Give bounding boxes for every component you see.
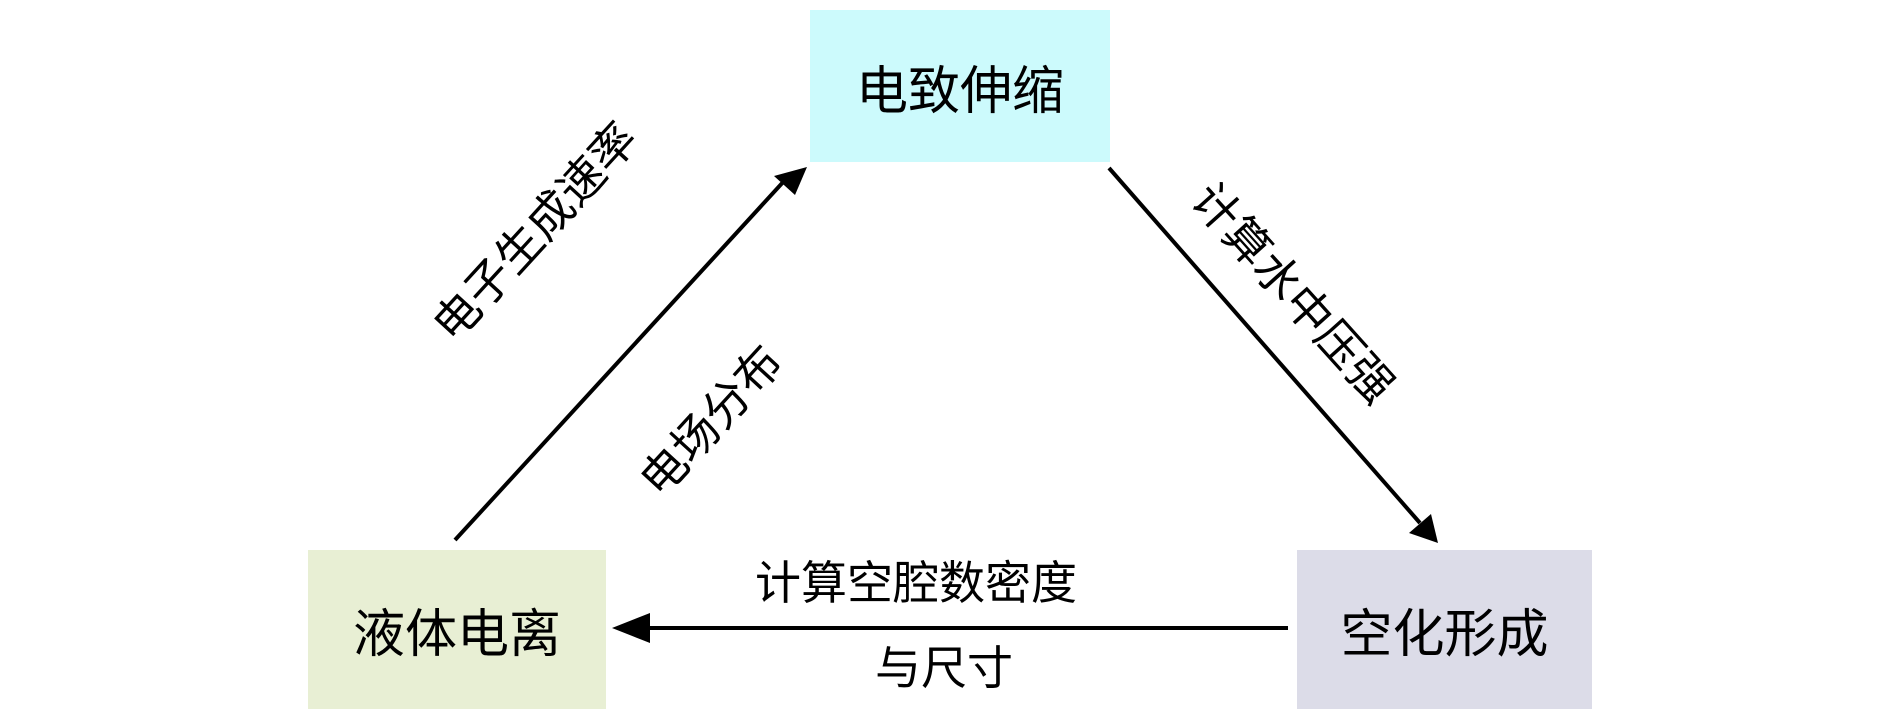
arrowhead-right-to-left xyxy=(612,613,650,643)
node-cavitation-formation-label: 空化形成 xyxy=(1340,605,1549,665)
edge-label-size: 与尺寸 xyxy=(875,641,1013,695)
edge-label-cavity-density: 计算空腔数密度 xyxy=(755,556,1077,610)
node-cavitation-formation: 空化形成 xyxy=(1297,550,1592,709)
arrowhead-top-to-right xyxy=(1409,514,1438,543)
node-liquid-ionization-label: 液体电离 xyxy=(352,605,561,665)
node-electrostriction-label: 电致伸缩 xyxy=(855,61,1064,122)
node-electrostriction: 电致伸缩 xyxy=(810,10,1110,162)
arrow-left-to-top xyxy=(453,178,787,542)
arrow-top-to-right xyxy=(1107,166,1422,525)
arrowhead-left-to-top xyxy=(774,167,807,195)
node-liquid-ionization: 液体电离 xyxy=(308,550,606,709)
